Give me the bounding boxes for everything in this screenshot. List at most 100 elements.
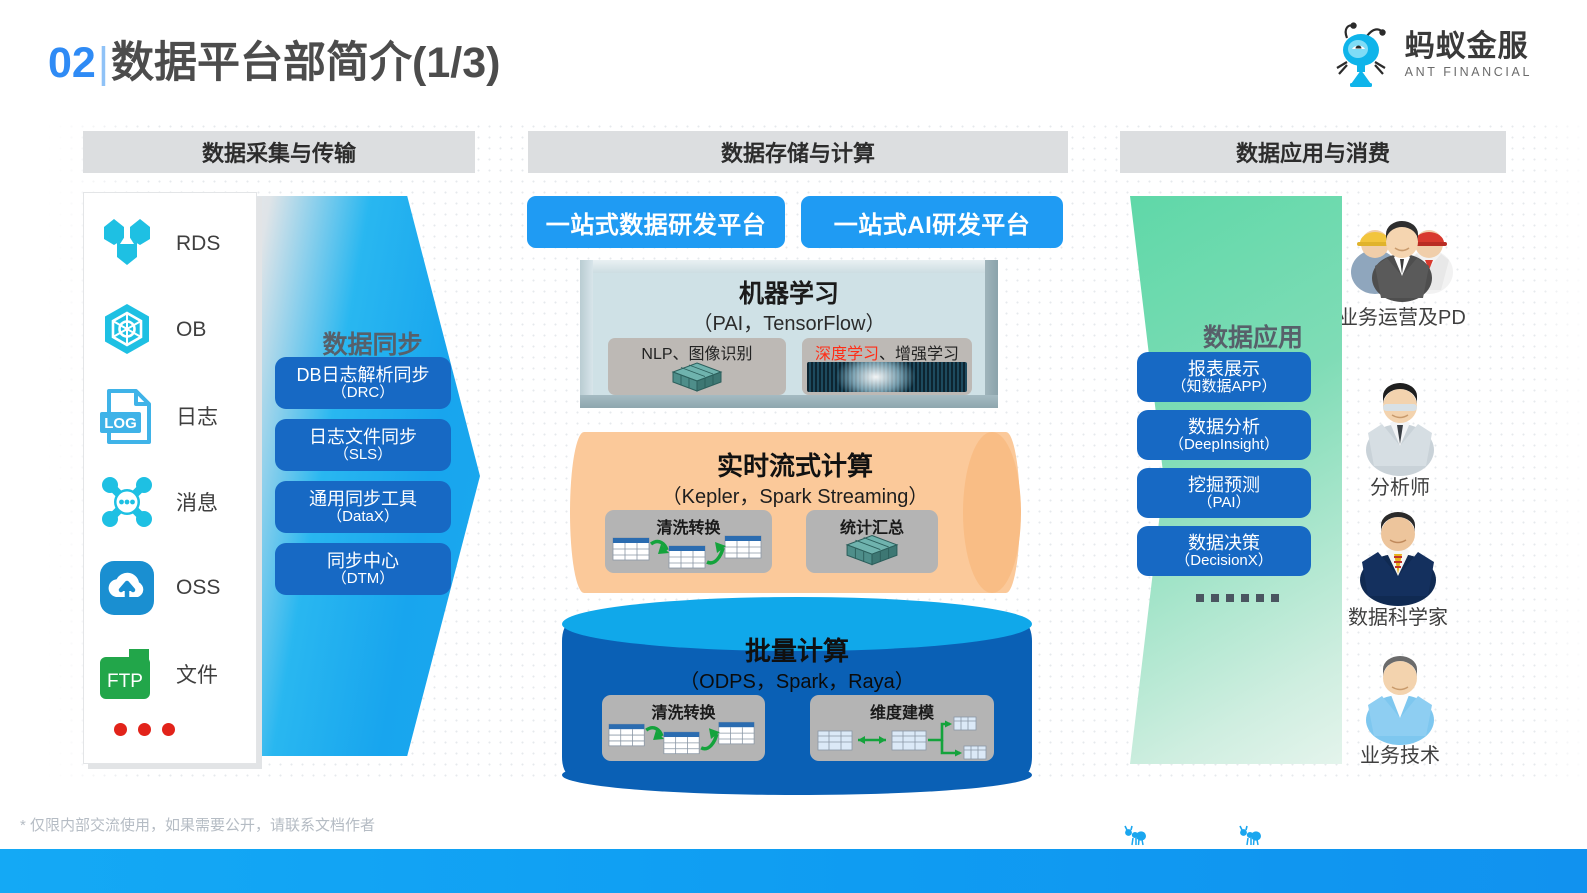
persona-business-operations: 业务运营及PD: [1338, 212, 1466, 330]
app-item-report[interactable]: 报表展示 （知数据APP）: [1137, 352, 1311, 402]
app-item-tool: （PAI）: [1197, 493, 1251, 511]
binary-image: [807, 362, 967, 392]
cylinder-right-cap: [963, 432, 1021, 593]
persona-label: 数据科学家: [1348, 607, 1448, 629]
sync-item-dtm[interactable]: 同步中心 （DTM）: [275, 543, 451, 595]
persona-label: 业务运营及PD: [1338, 307, 1466, 329]
page-title-text: 数据平台部简介(1/3): [111, 39, 501, 87]
log-file-icon: LOG: [96, 385, 158, 447]
persona-analyst: 分析师: [1358, 380, 1442, 500]
persona-data-scientist: 数据科学家: [1348, 510, 1448, 630]
sync-item-datax[interactable]: 通用同步工具 （DataX）: [275, 481, 451, 533]
sync-item-tool: （DTM）: [331, 569, 395, 587]
batch-subtitle: （ODPS，Spark，Raya）: [679, 671, 915, 693]
data-source-panel: RDS OB LOG 日志: [83, 192, 257, 764]
section-number: 02: [48, 39, 96, 87]
title-divider: |: [97, 39, 110, 87]
app-item-name: 报表展示: [1188, 358, 1260, 379]
source-item-oss[interactable]: OSS: [96, 557, 220, 619]
streaming-card-label: 统计汇总: [839, 520, 904, 537]
sync-item-sls[interactable]: 日志文件同步 （SLS）: [275, 419, 451, 471]
column-header-application: 数据应用与消费: [1120, 131, 1506, 173]
app-item-analysis[interactable]: 数据分析 （DeepInsight）: [1137, 410, 1311, 460]
cube-icon: [671, 361, 723, 392]
streaming-card-label: 清洗转换: [656, 520, 721, 537]
message-icon: [96, 471, 158, 533]
sync-item-tool: （DRC）: [331, 383, 395, 401]
sync-item-name: 日志文件同步: [309, 426, 417, 447]
ml-subtitle: （PAI，TensorFlow）: [692, 313, 886, 335]
sync-item-tool: （DataX）: [327, 507, 399, 525]
sync-item-name: 通用同步工具: [309, 488, 417, 509]
logo-english-text: ANT FINANCIAL: [1404, 64, 1532, 79]
persona-engineer: 业务技术: [1358, 652, 1442, 768]
dimension-model-icon: [816, 715, 988, 760]
ml-title: 机器学习: [738, 280, 839, 308]
streaming-title: 实时流式计算: [716, 451, 873, 481]
app-item-mining[interactable]: 挖掘预测 （PAI）: [1137, 468, 1311, 518]
column-header-storage: 数据存储与计算: [528, 131, 1068, 173]
cube-icon: [845, 532, 899, 566]
sync-section-title: 数据同步: [322, 331, 423, 359]
batch-card-clean[interactable]: 清洗转换: [602, 695, 765, 761]
sync-item-name: 同步中心: [327, 550, 399, 571]
source-more-indicator: [114, 723, 175, 736]
ml-card-deep-learning[interactable]: 深度学习、增强学习: [802, 338, 972, 395]
ob-icon: [96, 299, 158, 361]
app-item-name: 数据分析: [1188, 416, 1260, 437]
ml-card-label: 深度学习、增强学习: [802, 340, 972, 364]
ml-box-left-edge: [580, 260, 593, 408]
app-item-decision[interactable]: 数据决策 （DecisionX）: [1137, 526, 1311, 576]
streaming-card-clean[interactable]: 清洗转换: [605, 510, 772, 573]
application-more-indicator: [1196, 594, 1279, 602]
table-flow-icon: [611, 532, 766, 572]
ml-card-label: NLP、图像识别: [641, 346, 753, 363]
rds-icon: [96, 213, 158, 275]
platform-button-data[interactable]: 一站式数据研发平台: [527, 196, 785, 248]
realtime-streaming-cylinder: 实时流式计算 （Kepler，Spark Streaming） 清洗转换: [570, 432, 1021, 593]
table-flow-icon: [607, 717, 759, 759]
machine-learning-box: 机器学习 （PAI，TensorFlow） NLP、图像识别 深度学习、增强学习: [580, 260, 998, 408]
ant-decoration-icon: [1122, 825, 1148, 849]
source-item-rds[interactable]: RDS: [96, 213, 220, 275]
batch-title: 批量计算: [744, 636, 849, 666]
data-sync-arrow-shape: [220, 196, 480, 756]
cylinder-bottom-cap: [562, 755, 1032, 795]
ml-card-rest: 、增强学习: [879, 346, 960, 363]
ant-decoration-icon: [1237, 825, 1263, 849]
source-label: 文件: [176, 664, 218, 687]
source-item-ob[interactable]: OB: [96, 299, 206, 361]
application-section-title: 数据应用: [1202, 324, 1303, 352]
footer-bar: [0, 849, 1587, 893]
ml-box-right-edge: [985, 260, 998, 408]
ml-card-highlight: 深度学习: [814, 346, 879, 363]
batch-card-dimension[interactable]: 维度建模: [810, 695, 994, 761]
header-whitespace: [0, 0, 1587, 125]
source-label: 日志: [176, 406, 218, 429]
batch-computing-cylinder: 批量计算 （ODPS，Spark，Raya） 清洗转换 维度建模: [562, 597, 1032, 795]
cylinder-top-cap: [562, 597, 1032, 651]
page-title: 02|数据平台部简介(1/3): [48, 28, 500, 90]
platform-button-ai[interactable]: 一站式AI研发平台: [801, 196, 1063, 248]
app-item-tool: （DeepInsight）: [1168, 435, 1280, 453]
data-scientist-avatar: [1352, 510, 1444, 606]
source-item-ftp[interactable]: FTP 文件: [96, 643, 218, 705]
app-item-name: 数据决策: [1188, 532, 1260, 553]
engineer-avatar: [1358, 652, 1442, 745]
logo-chinese-text: 蚂蚁金服: [1404, 29, 1529, 63]
sync-item-drc[interactable]: DB日志解析同步 （DRC）: [275, 357, 451, 409]
app-item-tool: （知数据APP）: [1171, 377, 1277, 395]
ml-card-nlp[interactable]: NLP、图像识别: [608, 338, 786, 395]
source-item-log[interactable]: LOG 日志: [96, 385, 218, 447]
business-team-avatar: [1347, 212, 1457, 302]
ml-box-top-edge: [580, 260, 998, 273]
source-label: 消息: [176, 492, 218, 515]
app-item-name: 挖掘预测: [1188, 474, 1260, 495]
source-item-message[interactable]: 消息: [96, 471, 218, 533]
column-header-collect: 数据采集与传输: [83, 131, 475, 173]
streaming-card-aggregate[interactable]: 统计汇总: [806, 510, 938, 573]
svg-text:LOG: LOG: [104, 415, 137, 432]
source-label: OB: [176, 318, 207, 341]
source-label: OSS: [176, 576, 221, 599]
persona-label: 业务技术: [1360, 745, 1440, 767]
